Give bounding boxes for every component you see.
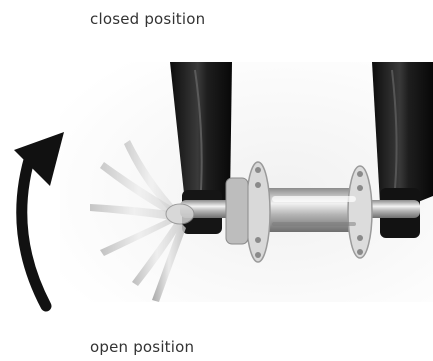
curved-arrow-icon [14, 132, 64, 306]
